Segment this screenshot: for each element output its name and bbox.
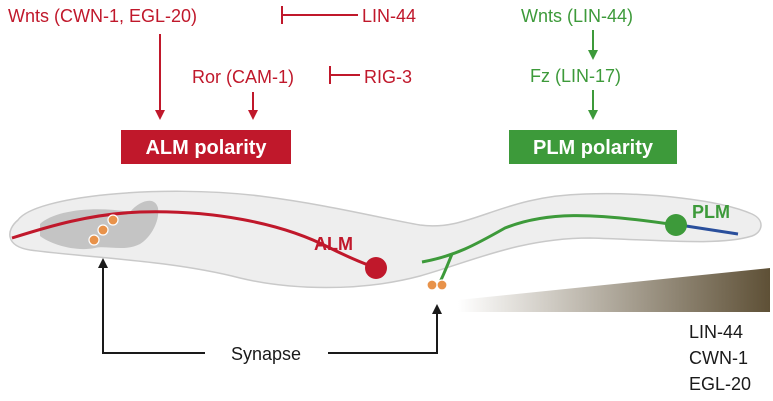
gradient-label-lin44: LIN-44 — [689, 322, 743, 342]
alm-label: ALM — [314, 234, 353, 254]
plm-synapse-1 — [426, 279, 438, 291]
plm-synapse-2 — [436, 279, 448, 291]
plm-polarity-box — [509, 130, 677, 164]
synapse-bracket-left — [98, 258, 205, 354]
lin44-label: LIN-44 — [362, 6, 416, 26]
wnt-gradient-wedge — [458, 268, 770, 312]
alm-synapse-1 — [107, 214, 119, 226]
synapse-label: Synapse — [231, 344, 301, 364]
ror-label: Ror (CAM-1) — [192, 67, 294, 87]
plm-posterior-process — [685, 224, 739, 236]
alm-polarity-box — [121, 130, 291, 164]
plm-wnts-label: Wnts (LIN-44) — [521, 6, 633, 26]
alm-synapse-3 — [88, 234, 100, 246]
plm-process — [421, 214, 677, 264]
alm-polarity-label: ALM polarity — [145, 137, 267, 159]
alm-wnts-label: Wnts (CWN-1, EGL-20) — [8, 6, 197, 26]
fz-label: Fz (LIN-17) — [530, 66, 621, 86]
plm-cell-body — [665, 214, 687, 236]
plm-polarity-label: PLM polarity — [533, 137, 654, 159]
alm-cell-body — [365, 257, 387, 279]
alm-process — [11, 210, 377, 270]
rig3-label: RIG-3 — [364, 67, 412, 87]
synapse-bracket-right — [328, 304, 442, 354]
alm-synapse-2 — [97, 224, 109, 236]
gradient-label-egl20: EGL-20 — [689, 374, 751, 394]
gradient-label-cwn1: CWN-1 — [689, 348, 748, 368]
plm-label: PLM — [692, 202, 730, 222]
